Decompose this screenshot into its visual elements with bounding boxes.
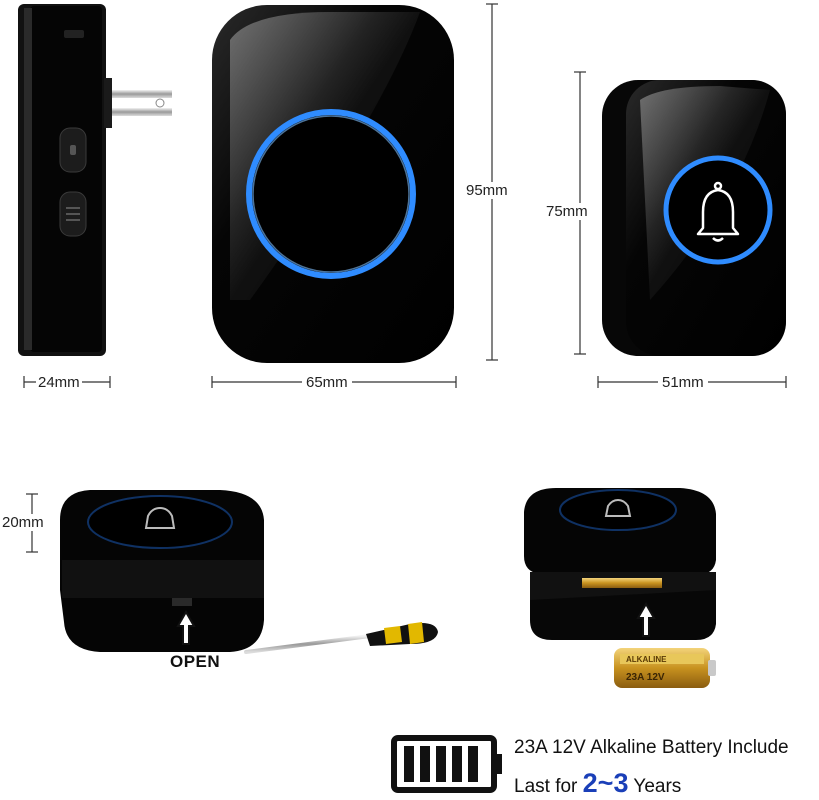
dim-front-width: 65mm	[302, 374, 352, 391]
battery-info-line1: 23A 12V Alkaline Battery Include	[514, 737, 789, 758]
battery-cell-label: ALKALINE	[626, 655, 667, 664]
battery-info-line2: Last for 2~3 Years	[514, 768, 681, 799]
receiver-front-view	[212, 5, 454, 363]
up-arrow-icon	[636, 601, 656, 637]
bell-icon	[604, 498, 632, 517]
battery-level-icon	[391, 735, 502, 793]
battery-cell: ALKALINE 23A 12V	[614, 648, 716, 688]
bell-icon	[144, 506, 176, 529]
up-arrow-icon	[176, 609, 196, 645]
transmitter-closed	[60, 490, 264, 652]
dim-button-width: 51mm	[658, 374, 708, 391]
screwdriver	[244, 622, 438, 654]
battery-cell-voltage: 23A 12V	[626, 672, 665, 683]
dim-depth: 20mm	[2, 514, 44, 531]
dim-side-width: 24mm	[36, 374, 82, 391]
battery-info-suffix: Years	[628, 776, 682, 797]
battery-years-highlight: 2~3	[582, 768, 629, 798]
dim-button-height: 75mm	[546, 203, 588, 220]
open-label: OPEN	[170, 652, 221, 671]
transmitter-open	[524, 488, 716, 640]
transmitter-view	[602, 80, 786, 356]
battery-info-prefix: Last for	[514, 776, 583, 797]
blue-ring-icon	[246, 109, 416, 279]
receiver-side-view	[18, 4, 172, 356]
bell-icon	[696, 181, 740, 242]
dim-front-height: 95mm	[466, 182, 508, 199]
